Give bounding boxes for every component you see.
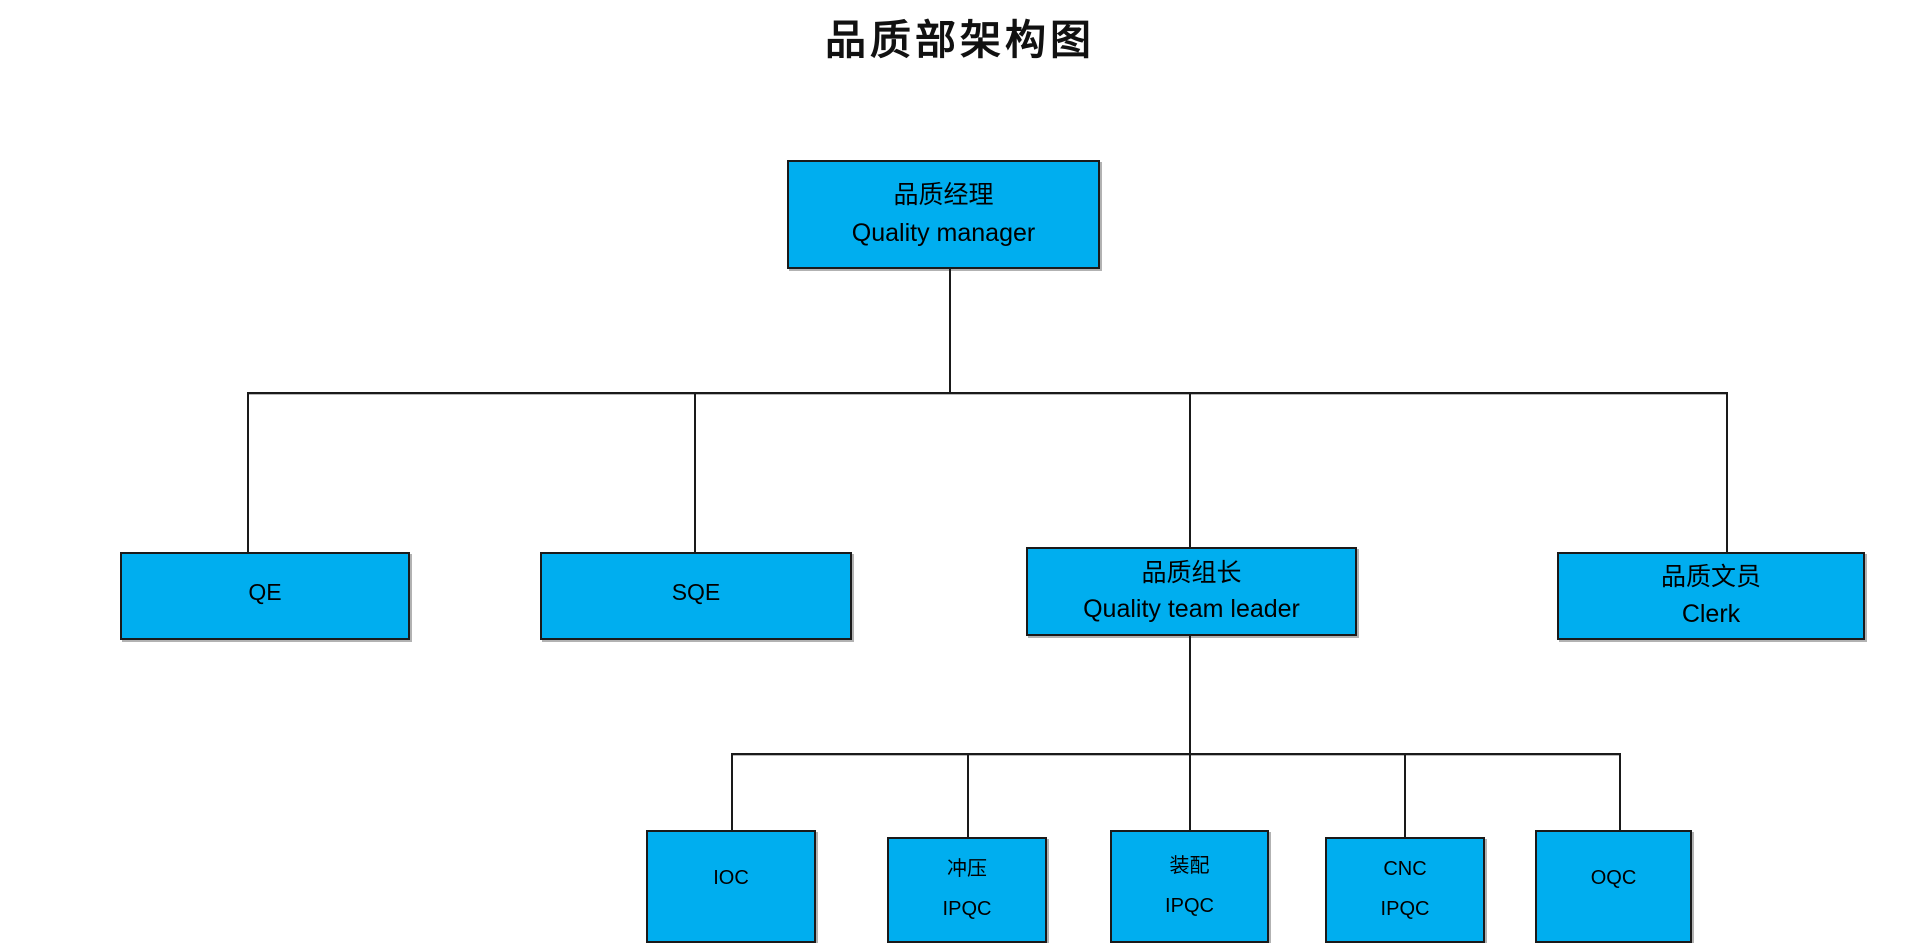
node-quality-manager-en: Quality manager	[851, 219, 1036, 247]
node-stamping-cn: 冲压	[947, 858, 987, 881]
node-quality-team-leader-en: Quality team leader	[1083, 595, 1300, 623]
node-clerk-cn: 品质文员	[1660, 563, 1761, 591]
node-quality-manager[interactable]: 品质经理 Quality manager	[787, 160, 1100, 269]
node-assembly-en: IPQC	[1165, 894, 1214, 917]
connector-team-leader-drop	[1189, 636, 1191, 754]
connector-drop-clerk	[1726, 392, 1728, 552]
node-qe[interactable]: QE	[120, 552, 410, 640]
node-assembly-cn: 装配	[1169, 854, 1210, 877]
node-qe-label: QE	[248, 578, 282, 605]
node-clerk[interactable]: 品质文员 Clerk	[1557, 552, 1865, 640]
connector-root-drop	[949, 269, 951, 393]
connector-drop-assembly	[1189, 753, 1191, 830]
node-stamping-en: IPQC	[942, 898, 992, 920]
node-quality-team-leader-cn: 品质组长	[1141, 558, 1242, 587]
node-stamping-ipqc[interactable]: 冲压 IPQC	[887, 837, 1047, 943]
node-oqc-label: OQC	[1590, 866, 1637, 889]
page-title: 品质部架构图	[825, 16, 1095, 64]
node-quality-team-leader[interactable]: 品质组长 Quality team leader	[1026, 547, 1357, 636]
node-sqe[interactable]: SQE	[540, 552, 852, 640]
node-cnc-ipqc[interactable]: CNC IPQC	[1325, 837, 1485, 943]
node-quality-manager-cn: 品质经理	[893, 180, 994, 209]
connector-drop-stamping	[967, 753, 969, 837]
node-sqe-label: SQE	[671, 578, 721, 605]
node-oqc[interactable]: OQC	[1535, 830, 1692, 943]
connector-drop-sqe	[694, 392, 696, 552]
node-clerk-en: Clerk	[1681, 599, 1741, 628]
node-cnc-cn: CNC	[1383, 858, 1427, 881]
node-cnc-en: IPQC	[1380, 898, 1430, 920]
connector-level2-bus	[247, 392, 1728, 394]
connector-drop-team-leader	[1189, 392, 1191, 547]
node-ioc[interactable]: IOC	[646, 830, 816, 943]
connector-level3-bus	[731, 753, 1620, 755]
connector-drop-qe	[247, 392, 249, 552]
connector-drop-ioc	[731, 753, 733, 830]
node-assembly-ipqc[interactable]: 装配 IPQC	[1110, 830, 1269, 943]
node-ioc-label: IOC	[713, 866, 749, 889]
connector-drop-cnc	[1404, 753, 1406, 837]
connector-drop-oqc	[1619, 753, 1621, 830]
